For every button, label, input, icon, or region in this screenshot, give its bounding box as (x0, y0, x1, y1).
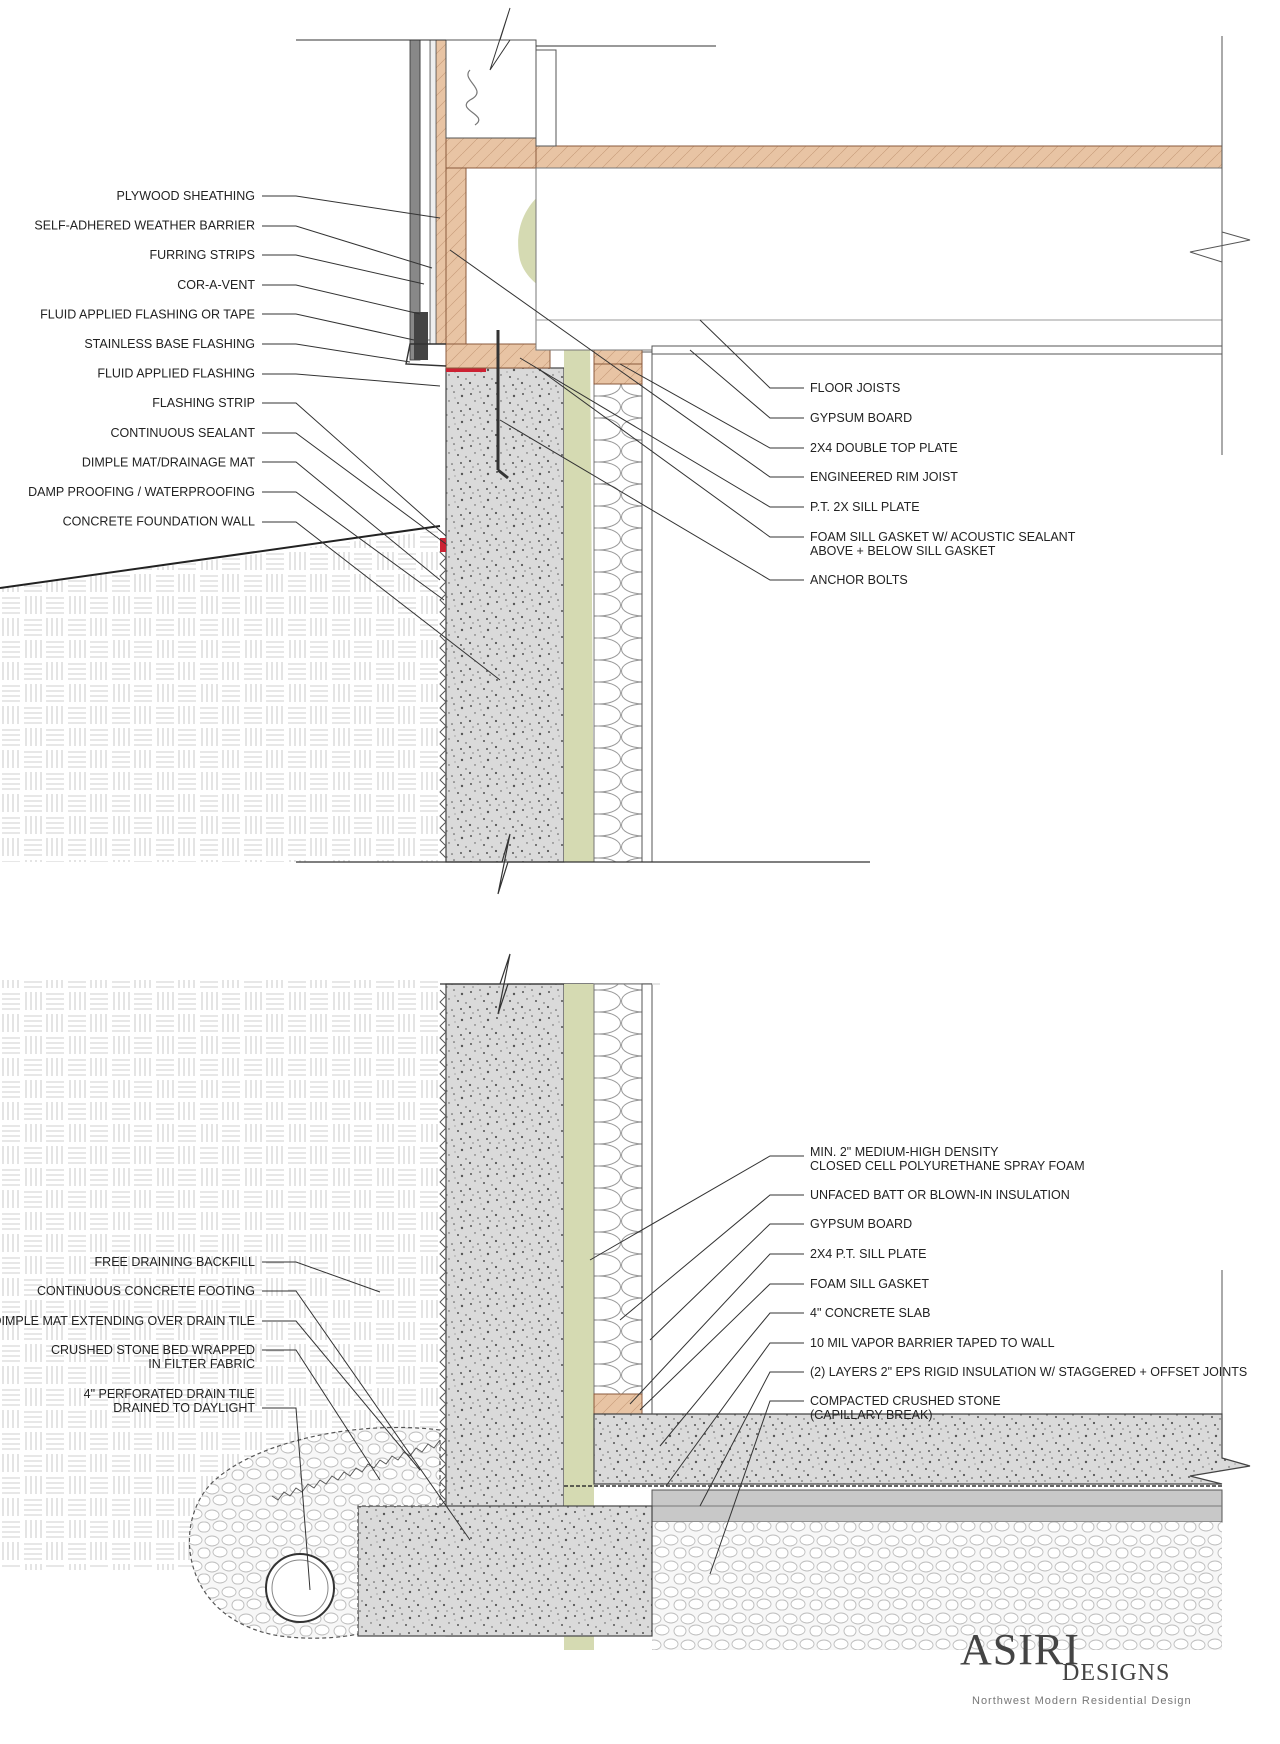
label-cor-a-vent: COR-A-VENT (177, 278, 255, 292)
label-continuous-concrete-footing: CONTINUOUS CONCRETE FOOTING (37, 1284, 255, 1298)
label-fluid-applied-flashing: FLUID APPLIED FLASHING (97, 367, 255, 381)
label-flashing-strip: FLASHING STRIP (152, 396, 255, 410)
label-4-concrete-slab: 4" CONCRETE SLAB (810, 1306, 930, 1320)
label-furring-strips: FURRING STRIPS (149, 248, 255, 262)
gypsum-board-bottom (641, 983, 653, 1415)
label-foam-sill-gasket: FOAM SILL GASKET (810, 1277, 929, 1291)
label-continuous-sealant: CONTINUOUS SEALANT (111, 426, 256, 440)
brand-sub: DESIGNS (1062, 1660, 1170, 1686)
brand-name: ASIRI (960, 1625, 1080, 1674)
label-gypsum-board: GYPSUM BOARD (810, 1217, 912, 1231)
label-gypsum-board: GYPSUM BOARD (810, 411, 912, 425)
label-unfaced-batt-or-blown-in-insulation: UNFACED BATT OR BLOWN-IN INSULATION (810, 1188, 1070, 1202)
label-4-perforated-drain-tile: 4" PERFORATED DRAIN TILE (84, 1387, 255, 1401)
perforated-drain-tile (265, 1553, 335, 1623)
flashing-strip-red (446, 368, 486, 372)
weather-barrier (429, 39, 437, 345)
gypsum-board-top (641, 351, 653, 863)
rim-joist-cap (445, 137, 537, 169)
annotation-labels: PLYWOOD SHEATHING SELF-ADHERED WEATHER BA… (0, 189, 1247, 1422)
label-min-2-medium-high-density: MIN. 2" MEDIUM-HIGH DENSITY (810, 1145, 999, 1159)
label-engineered-rim-joist: ENGINEERED RIM JOIST (810, 470, 958, 484)
wall-stud-top (445, 39, 537, 139)
label-compacted-crushed-stone: COMPACTED CRUSHED STONE (810, 1394, 1001, 1408)
spray-foam-top (518, 170, 620, 862)
label-closed-cell-polyurethane-spray-foam: CLOSED CELL POLYURETHANE SPRAY FOAM (810, 1159, 1085, 1173)
label-above-below-sill-gasket: ABOVE + BELOW SILL GASKET (810, 544, 996, 558)
label-anchor-bolts: ANCHOR BOLTS (810, 573, 908, 587)
concrete-footing (357, 1505, 653, 1637)
dimple-mat-top (439, 539, 447, 859)
label-concrete-foundation-wall: CONCRETE FOUNDATION WALL (63, 515, 255, 529)
label-p-t-2x-sill-plate: P.T. 2X SILL PLATE (810, 500, 920, 514)
brand-tagline: Northwest Modern Residential Design (972, 1695, 1192, 1707)
batt-insulation-top (593, 383, 643, 863)
gypsum-ceiling (651, 345, 1223, 355)
engineered-rim-joist (445, 167, 467, 345)
label-free-draining-backfill: FREE DRAINING BACKFILL (95, 1255, 255, 1269)
brand-logo: ASIRI DESIGNS Northwest Modern Residenti… (960, 1625, 1192, 1707)
label-capillary-break: (CAPILLARY BREAK) (810, 1408, 933, 1422)
label-fluid-applied-flashing-or-tape: FLUID APPLIED FLASHING OR TAPE (40, 307, 255, 321)
dimple-mat-over-tile (271, 1439, 441, 1501)
label-floor-joists: FLOOR JOISTS (810, 381, 900, 395)
compacted-crushed-stone (652, 1522, 1222, 1650)
pt-sill-plate-bottom (593, 1393, 643, 1415)
label-dimple-mat-drainage-mat: DIMPLE MAT/DRAINAGE MAT (82, 455, 256, 469)
label-crushed-stone-bed-wrapped: CRUSHED STONE BED WRAPPED (51, 1343, 255, 1357)
furring-strips (419, 39, 431, 341)
floor-joist (535, 167, 1223, 351)
grade-line (0, 525, 441, 589)
label-drained-to-daylight: DRAINED TO DAYLIGHT (113, 1401, 255, 1415)
floor-subfloor (535, 145, 1223, 169)
label-plywood-sheathing: PLYWOOD SHEATHING (117, 189, 255, 203)
label-in-filter-fabric: IN FILTER FABRIC (148, 1357, 255, 1371)
label-self-adhered-weather-barrier: SELF-ADHERED WEATHER BARRIER (34, 219, 255, 233)
batt-insulation-bottom (593, 983, 643, 1395)
label-foam-sill-gasket-w-acoustic-sealant: FOAM SILL GASKET W/ ACOUSTIC SEALANT (810, 530, 1076, 544)
label-2-layers-2-eps-rigid-insulation-w-staggered-offset-joints: (2) LAYERS 2" EPS RIGID INSULATION W/ ST… (810, 1365, 1247, 1379)
label-10-mil-vapor-barrier-taped-to-wall: 10 MIL VAPOR BARRIER TAPED TO WALL (810, 1336, 1055, 1350)
label-damp-proofing-waterproofing: DAMP PROOFING / WATERPROOFING (28, 485, 255, 499)
continuous-sealant (440, 538, 446, 552)
bottom-detail (0, 953, 1251, 1650)
plywood-sheathing (435, 39, 447, 345)
crushed-stone-bed (188, 1426, 441, 1639)
label-2x4-p-t-sill-plate: 2X4 P.T. SILL PLATE (810, 1247, 927, 1261)
cor-a-vent (414, 312, 428, 360)
backfill-soil-top (0, 530, 440, 862)
label-dimple-mat-extending-over-drain-tile: DIMPLE MAT EXTENDING OVER DRAIN TILE (0, 1314, 255, 1328)
concrete-foundation-wall-top (445, 367, 565, 863)
dimple-mat-bottom (439, 989, 447, 1525)
concrete-slab (593, 1413, 1251, 1485)
top-detail (0, 7, 1251, 895)
stainless-base-flashing (405, 343, 447, 367)
label-2x4-double-top-plate: 2X4 DOUBLE TOP PLATE (810, 441, 958, 455)
leader-lines (262, 195, 804, 1591)
label-stainless-base-flashing: STAINLESS BASE FLASHING (84, 337, 255, 351)
